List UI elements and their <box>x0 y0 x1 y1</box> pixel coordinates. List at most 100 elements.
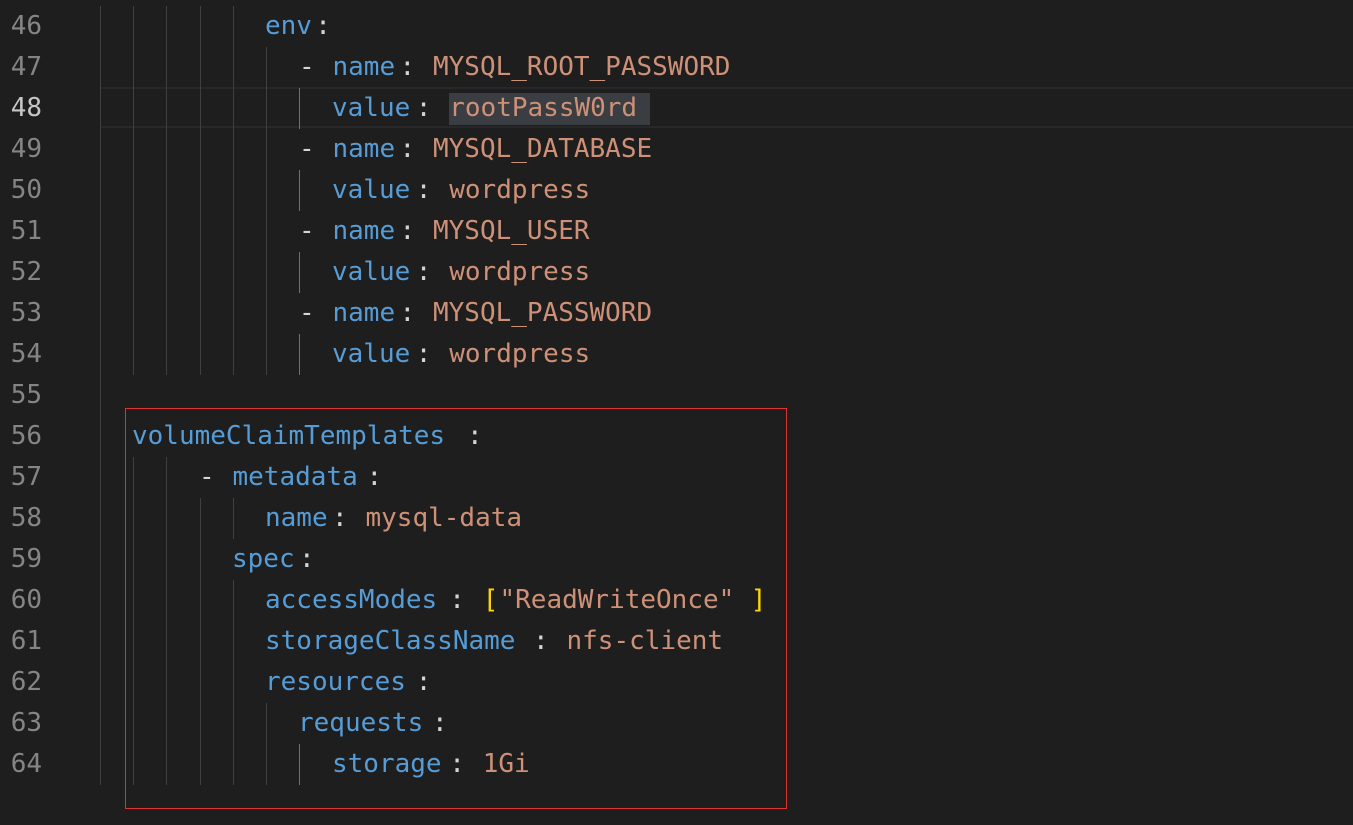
indent-guide <box>100 252 101 293</box>
indent-guide <box>233 88 234 129</box>
code-token: : <box>399 52 431 82</box>
code-token: : <box>533 626 565 656</box>
indent-guide <box>133 662 134 703</box>
code-token: value <box>332 257 411 287</box>
line-number: 48 <box>10 93 42 123</box>
code-token: : <box>315 11 331 41</box>
indent-guide <box>200 47 201 88</box>
indent-guide <box>166 457 167 498</box>
code-line[interactable]: 55 <box>0 375 1353 416</box>
indent-guide <box>200 6 201 47</box>
code-line[interactable]: 51- name: MYSQL_USER <box>0 211 1353 252</box>
indent-guide <box>133 170 134 211</box>
code-line[interactable]: 53- name: MYSQL_PASSWORD <box>0 293 1353 334</box>
indent-guide <box>266 744 267 785</box>
code-token: : <box>467 421 483 451</box>
code-token: value <box>332 175 411 205</box>
indent-guide <box>133 457 134 498</box>
code-token: : <box>415 175 448 205</box>
code-token: "ReadWriteOnce" <box>499 585 735 615</box>
code-token: ] <box>750 585 767 615</box>
code-token: : <box>299 544 315 574</box>
line-number: 59 <box>10 544 42 574</box>
indent-guide <box>133 293 134 334</box>
code-token: : <box>415 339 448 369</box>
code-line[interactable]: 56 volumeClaimTemplates: <box>0 416 1353 457</box>
code-token: : <box>449 749 481 779</box>
code-token: mysql-data <box>365 503 523 533</box>
indent-guide <box>233 211 234 252</box>
code-token: MYSQL_PASSWORD <box>433 298 653 328</box>
indent-guide <box>133 498 134 539</box>
line-number: 56 <box>10 421 42 451</box>
line-number: 46 <box>10 11 42 41</box>
code-token: nfs-client <box>566 626 724 656</box>
indent-guide <box>266 88 267 129</box>
indent-guide <box>100 539 101 580</box>
indent-guide <box>133 621 134 662</box>
indent-guide <box>100 170 101 211</box>
code-token: - <box>299 216 331 246</box>
indent-guide <box>100 744 101 785</box>
code-token: requests <box>298 708 424 738</box>
line-number: 64 <box>10 749 42 779</box>
indent-guide <box>200 498 201 539</box>
indent-guide <box>233 703 234 744</box>
code-line[interactable]: 57- metadata: <box>0 457 1353 498</box>
indent-guide <box>200 703 201 744</box>
indent-guide <box>166 744 167 785</box>
indent-guide <box>166 47 167 88</box>
indent-guide <box>233 170 234 211</box>
indent-guide <box>166 129 167 170</box>
code-line[interactable]: 49- name: MYSQL_DATABASE <box>0 129 1353 170</box>
code-token: resources <box>265 667 406 697</box>
code-line[interactable]: 47- name: MYSQL_ROOT_PASSWORD <box>0 47 1353 88</box>
active-indent-guide <box>299 88 300 129</box>
indent-guide <box>133 252 134 293</box>
indent-guide <box>166 6 167 47</box>
current-line-highlight <box>100 87 1353 128</box>
active-indent-guide <box>299 334 300 375</box>
indent-guide <box>166 580 167 621</box>
code-token: : <box>449 585 481 615</box>
indent-guide <box>200 252 201 293</box>
line-number: 58 <box>10 503 42 533</box>
indent-guide <box>166 539 167 580</box>
code-token: name <box>332 52 396 82</box>
indent-guide <box>233 252 234 293</box>
indent-guide <box>133 334 134 375</box>
indent-guide <box>233 47 234 88</box>
code-token: wordpress <box>449 257 591 287</box>
indent-guide <box>200 580 201 621</box>
code-token: volumeClaimTemplates <box>132 421 446 451</box>
code-token: accessModes <box>265 585 438 615</box>
indent-guide <box>100 621 101 662</box>
indent-guide <box>166 170 167 211</box>
indent-guide <box>266 170 267 211</box>
code-token: name <box>332 134 396 164</box>
indent-guide <box>100 580 101 621</box>
indent-guide <box>200 744 201 785</box>
code-token: : <box>432 708 448 738</box>
indent-guide <box>133 580 134 621</box>
indent-guide <box>166 662 167 703</box>
indent-guide <box>100 334 101 375</box>
indent-guide <box>200 88 201 129</box>
line-number: 57 <box>10 462 42 492</box>
indent-guide <box>100 703 101 744</box>
indent-guide <box>133 88 134 129</box>
indent-guide <box>100 662 101 703</box>
